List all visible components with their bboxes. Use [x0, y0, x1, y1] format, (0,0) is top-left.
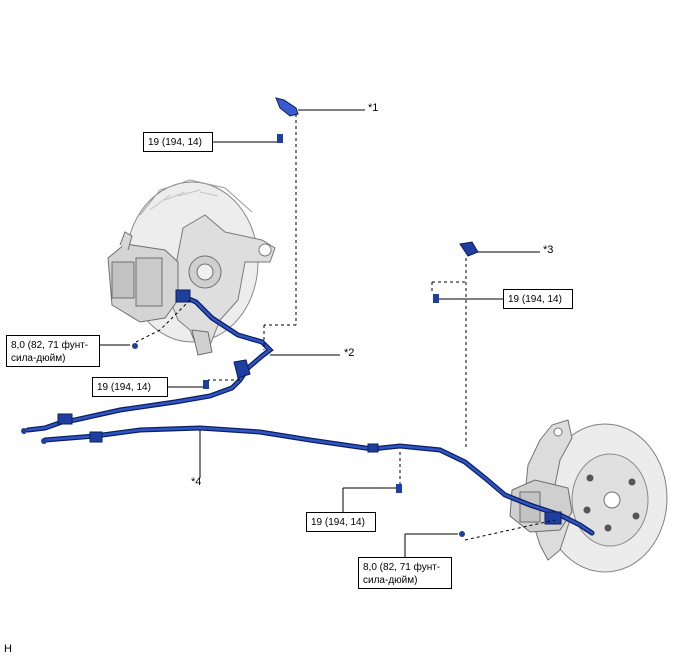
bolt-lower-icon: [396, 484, 402, 493]
right-brake-caliper: [509, 479, 573, 533]
dashed-guide-lines: [135, 114, 556, 541]
parking-brake-cables: [21, 289, 595, 536]
torque-label-bolt-lower: 19 (194, 14): [306, 512, 376, 532]
torque-label-nut-right: 8,0 (82, 71 фунт- сила-дюйм): [358, 557, 452, 589]
figure-id: H: [4, 643, 12, 655]
leader-lines: [100, 109, 540, 557]
callout-4: *4: [191, 476, 202, 488]
bolt-top-icon: [277, 134, 283, 143]
torque-label-nut-left-line2: сила-дюйм): [11, 353, 66, 364]
left-steering-knuckle: [169, 214, 276, 351]
bolt-mid-icon: [203, 380, 209, 389]
torque-label-bolt-mid: 19 (194, 14): [92, 377, 168, 397]
callout-2: *2: [344, 347, 355, 359]
torque-label-nut-left-line1: 8,0 (82, 71 фунт-: [11, 340, 89, 351]
torque-label-nut-left: 8,0 (82, 71 фунт- сила-дюйм): [6, 335, 100, 367]
bracket-no3: [459, 241, 479, 257]
bracket-no1: [275, 97, 299, 117]
callout-3: *3: [543, 244, 554, 256]
bracket-no2: [233, 359, 251, 379]
left-brake-assembly: [107, 179, 276, 356]
torque-label-bolt-top: 19 (194, 14): [143, 132, 213, 152]
torque-label-nut-right-line2: сила-дюйм): [363, 575, 418, 586]
nut-right-icon: [459, 531, 465, 537]
bolt-right-icon: [433, 294, 439, 303]
right-brake-assembly: [509, 419, 668, 573]
callout-1: *1: [368, 102, 379, 114]
nut-left-icon: [132, 343, 138, 349]
torque-label-bolt-right: 19 (194, 14): [503, 289, 573, 309]
torque-label-nut-right-line1: 8,0 (82, 71 фунт-: [363, 562, 441, 573]
